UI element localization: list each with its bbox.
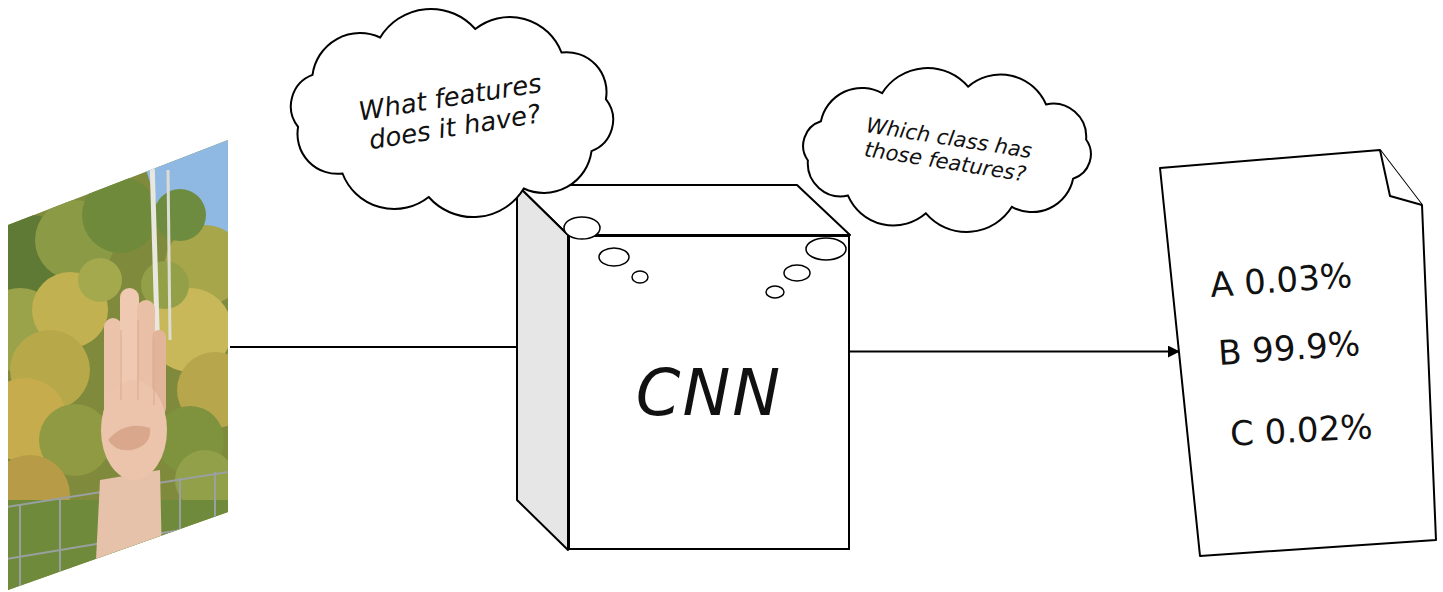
- thought-text: Which class has those features?: [840, 110, 1055, 191]
- thought-bubble: [784, 265, 810, 281]
- thought-bubble: [564, 217, 600, 239]
- paper-outline: [1160, 150, 1436, 556]
- cube-side-face: [517, 185, 568, 550]
- class-probability: C 0.02%: [1229, 406, 1373, 453]
- flow-arrow: [850, 351, 1179, 353]
- cloud-text-area: Which class has those features?: [782, 62, 1112, 238]
- input-photo: [0, 130, 253, 592]
- hand: [96, 288, 167, 560]
- cloud-outline: [803, 68, 1091, 232]
- thought-bubble: [599, 248, 629, 266]
- cloud-text-area: What features does it have?: [272, 4, 632, 222]
- thought-bubble: [806, 238, 846, 260]
- thought-cloud: What features does it have?: [272, 4, 632, 222]
- output-document: A 0.03%B 99.9%C 0.02%: [1158, 148, 1438, 560]
- cnn-box: CNN: [568, 235, 850, 550]
- cloud-outline: [291, 9, 613, 217]
- thought-bubble: [766, 286, 784, 298]
- thought-bubble: [632, 271, 648, 283]
- model-label: CNN: [636, 356, 782, 430]
- cube-top-face: [517, 185, 850, 235]
- thought-text: What features does it have?: [336, 66, 568, 160]
- paper-fold: [1380, 150, 1422, 205]
- input-arrow: [230, 346, 555, 348]
- thought-cloud: Which class has those features?: [782, 62, 1112, 238]
